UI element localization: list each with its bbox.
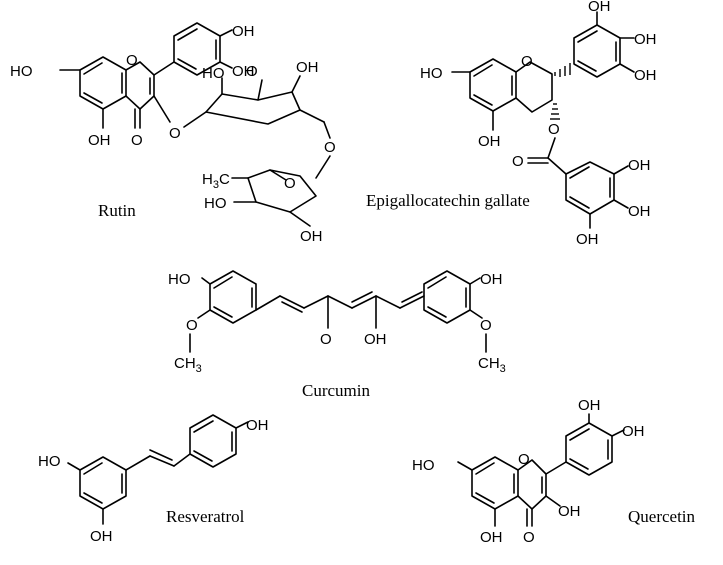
resveratrol-label: Resveratrol (166, 507, 245, 526)
rutin-ho-7: HO (10, 63, 33, 80)
egcg-structure: HO O OH OH OH OH O O OH OH OH Epigalloca… (366, 0, 657, 248)
rutin-glc-o: O (246, 63, 258, 80)
rutin-rha-ho: HO (204, 195, 227, 212)
egcg-ho-7: HO (420, 65, 443, 82)
quercetin-oh-3p: OH (578, 397, 601, 414)
curcumin-ch3-left: CH3 (174, 355, 202, 375)
rutin-rha-oh: OH (300, 228, 323, 245)
rutin-glycoside-oxygen: O (169, 125, 181, 142)
rutin-ring-oxygen: O (126, 52, 138, 69)
curcumin-enol-oh: OH (364, 331, 387, 348)
rutin-label: Rutin (98, 201, 136, 220)
quercetin-oh-3: OH (558, 503, 581, 520)
quercetin-label: Quercetin (628, 507, 696, 526)
resveratrol-oh-bottom: OH (90, 528, 113, 545)
resveratrol-structure: HO OH OH Resveratrol (38, 414, 269, 545)
resveratrol-oh-para: OH (246, 417, 269, 434)
quercetin-carbonyl-oxygen: O (523, 529, 535, 546)
rutin-glc-oh: OH (296, 59, 319, 76)
quercetin-ring-oxygen: O (518, 451, 530, 468)
egcg-oh-top: OH (588, 0, 611, 15)
egcg-ester-oxygen: O (548, 121, 560, 138)
resveratrol-ho-top: HO (38, 453, 61, 470)
egcg-gallate-oh-2: OH (628, 203, 651, 220)
egcg-gallate-oh-3: OH (576, 231, 599, 248)
curcumin-label: Curcumin (302, 381, 370, 400)
curcumin-keto-oxygen: O (320, 331, 332, 348)
rutin-oh-5: OH (88, 132, 111, 149)
quercetin-oh-4p: OH (622, 423, 645, 440)
curcumin-o-left: O (186, 317, 198, 334)
rutin-rha-ring-oxygen: O (284, 175, 296, 192)
curcumin-structure: HO O CH3 O OH OH O CH3 Curcumin (168, 270, 506, 400)
curcumin-ho-left: HO (168, 271, 191, 288)
rutin-structure: HO O OH O OH OH O HO O OH O O H3C HO OH … (10, 22, 336, 245)
curcumin-oh-right: OH (480, 271, 503, 288)
egcg-oh-mid: OH (634, 31, 657, 48)
rutin-oh-4p: OH (232, 23, 255, 40)
egcg-gallate-oh-1: OH (628, 157, 651, 174)
rutin-linker-oxygen: O (324, 139, 336, 156)
egcg-carbonyl-oxygen: O (512, 153, 524, 170)
rutin-carbonyl-oxygen: O (131, 132, 143, 149)
rutin-oh-3p: OH (232, 63, 255, 80)
egcg-oh-5: OH (478, 133, 501, 150)
rutin-glc-ho: HO (202, 65, 225, 82)
quercetin-oh-5: OH (480, 529, 503, 546)
quercetin-ho-7: HO (412, 457, 435, 474)
egcg-oh-low: OH (634, 67, 657, 84)
curcumin-ch3-right: CH3 (478, 355, 506, 375)
rutin-methyl: H3C (202, 171, 230, 191)
egcg-label: Epigallocatechin gallate (366, 191, 530, 210)
quercetin-structure: HO O OH O OH OH OH Quercetin (412, 397, 696, 546)
curcumin-o-right: O (480, 317, 492, 334)
egcg-ring-oxygen: O (521, 53, 533, 70)
